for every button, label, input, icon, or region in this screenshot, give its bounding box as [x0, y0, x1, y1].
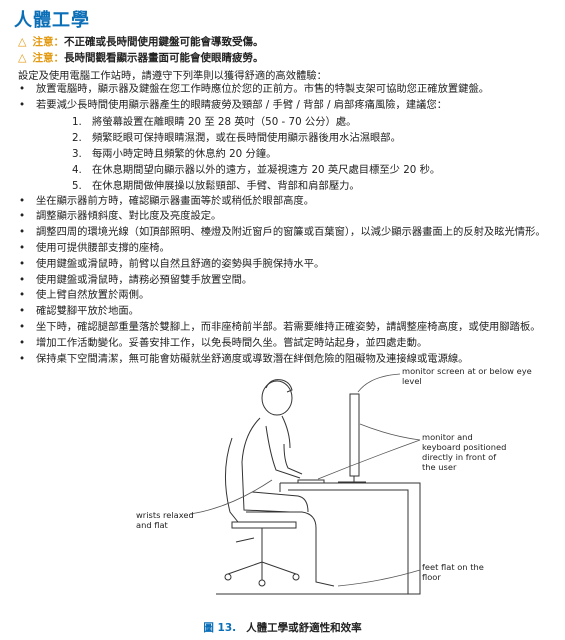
list-item: 使用可提供腰部支撐的座椅。 — [0, 241, 565, 257]
sub-list-item: 1. 將螢幕設置在離眼睛 20 至 28 英吋（50 - 70 公分）處。 — [36, 114, 565, 130]
caution-text: 不正確或長時間使用鍵盤可能會導致受傷。 — [63, 36, 264, 48]
chair-back — [224, 437, 239, 523]
leader-feet — [337, 569, 421, 587]
list-item: 使上臂自然放置於兩側。 — [0, 288, 565, 304]
warning-icon: △ — [18, 35, 27, 48]
list-item: 放置電腦時，顯示器及鍵盤在您工作時應位於您的正前方。市售的特製支架可協助您正確放… — [0, 82, 565, 98]
ergonomics-figure: monitor screen at or below eye level mon… — [120, 362, 540, 612]
caution-text: 長時間觀看顯示器畫面可能會使眼睛疲勞。 — [63, 52, 264, 64]
figure-caption-text: 人體工學或舒適性和效率 — [246, 622, 362, 634]
sub-item-text: 在休息期間望向顯示器以外的遠方，並凝視遠方 20 英尺處目標至少 20 秒。 — [92, 163, 441, 176]
caution-2: △ 注意：長時間觀看顯示器畫面可能會使眼睛疲勞。 — [18, 50, 263, 65]
sub-list-item: 5. 在休息期間做伸展操以放鬆頸部、手臂、背部和肩部壓力。 — [36, 178, 565, 194]
figure-caption: 圖 13. 人體工學或舒適性和效率 — [0, 620, 565, 635]
list-item: 確認雙腳平放於地面。 — [0, 304, 565, 320]
ergonomics-illustration — [189, 373, 421, 595]
leader-keyboard-2 — [317, 439, 421, 480]
sub-item-text: 頻繁眨眼可保持眼睛濕潤，或在長時間使用顯示器後用水沾濕眼部。 — [92, 131, 401, 144]
sub-list-item: 4. 在休息期間望向顯示器以外的遠方，並凝視遠方 20 英尺處目標至少 20 秒。 — [36, 162, 565, 178]
intro-text: 設定及使用電腦工作站時，請遵守下列準則以獲得舒適的高效體驗： — [18, 70, 327, 82]
sub-list-item: 2. 頻繁眨眼可保持眼睛濕潤，或在長時間使用顯示器後用水沾濕眼部。 — [36, 130, 565, 146]
list-item: 調整顯示器傾斜度、對比度及亮度設定。 — [0, 209, 565, 225]
leader-wrists — [189, 479, 273, 515]
callout-feet: feet flat on the floor — [422, 562, 484, 582]
callout-keyboard: monitor and keyboard positioned directly… — [422, 432, 507, 472]
list-item: 坐在顯示器前方時，確認顯示器畫面等於或稍低於眼部高度。 — [0, 194, 565, 210]
item-number: 3. — [72, 147, 82, 160]
torso-shape — [241, 417, 291, 513]
list-item-text: 若要減少長時間使用顯示器產生的眼睛疲勞及頸部 / 手臂 / 背部 / 肩部疼痛風… — [36, 98, 448, 111]
sub-item-text: 將螢幕設置在離眼睛 20 至 28 英吋（50 - 70 公分）處。 — [92, 115, 357, 128]
list-item: 保持桌下空間清潔，無可能會妨礙就坐舒適度或導致潛在絆倒危險的阻礙物及連接線或電源… — [0, 352, 565, 368]
warning-icon: △ — [18, 51, 27, 64]
desk-outline — [280, 482, 421, 595]
item-number: 2. — [72, 131, 82, 144]
item-number: 1. — [72, 115, 82, 128]
sub-list: 1. 將螢幕設置在離眼睛 20 至 28 英吋（50 - 70 公分）處。 2. 頻… — [36, 114, 565, 194]
leader-keyboard-1 — [359, 423, 421, 441]
list-item: 坐下時，確認腿部重量落於雙腳上，而非座椅前半部。若需要維持正確姿勢，請調整座椅高… — [0, 320, 565, 336]
sub-item-text: 每兩小時定時且頻繁的休息約 20 分鐘。 — [92, 147, 277, 160]
caution-label: 注意： — [32, 52, 64, 64]
sub-list-item: 3. 每兩小時定時且頻繁的休息約 20 分鐘。 — [36, 146, 565, 162]
sub-item-text: 在休息期間做伸展操以放鬆頸部、手臂、背部和肩部壓力。 — [92, 179, 360, 192]
caution-1: △ 注意：不正確或長時間使用鍵盤可能會導致受傷。 — [18, 34, 263, 49]
list-item: 使用鍵盤或滑鼠時，請務必預留雙手放置空間。 — [0, 273, 565, 289]
list-item: 使用鍵盤或滑鼠時，前臂以自然且舒適的姿勢與手腕保持水平。 — [0, 257, 565, 273]
keyboard-shape — [297, 479, 325, 484]
item-number: 4. — [72, 163, 82, 176]
list-item: 增加工作活動變化。妥善安排工作，以免長時間久坐。嘗試定時站起身，並四處走動。 — [0, 336, 565, 352]
item-number: 5. — [72, 179, 82, 192]
figure-number: 圖 13. — [203, 622, 237, 634]
list-item: 若要減少長時間使用顯示器產生的眼睛疲勞及頸部 / 手臂 / 背部 / 肩部疼痛風… — [0, 98, 565, 194]
guideline-list: 放置電腦時，顯示器及鍵盤在您工作時應位於您的正前方。市售的特製支架可協助您正確放… — [0, 82, 565, 367]
list-item: 調整四周的環境光線（如頂部照明、檯燈及附近窗戶的窗簾或百葉窗），以減少顯示器畫面… — [0, 225, 565, 241]
head-shape — [261, 380, 293, 416]
caution-label: 注意： — [32, 36, 64, 48]
leader-monitor — [357, 373, 401, 393]
page-title: 人體工學 — [14, 10, 90, 31]
callout-wrists: wrists relaxed and flat — [136, 510, 194, 530]
callout-monitor: monitor screen at or below eye level — [402, 366, 532, 386]
